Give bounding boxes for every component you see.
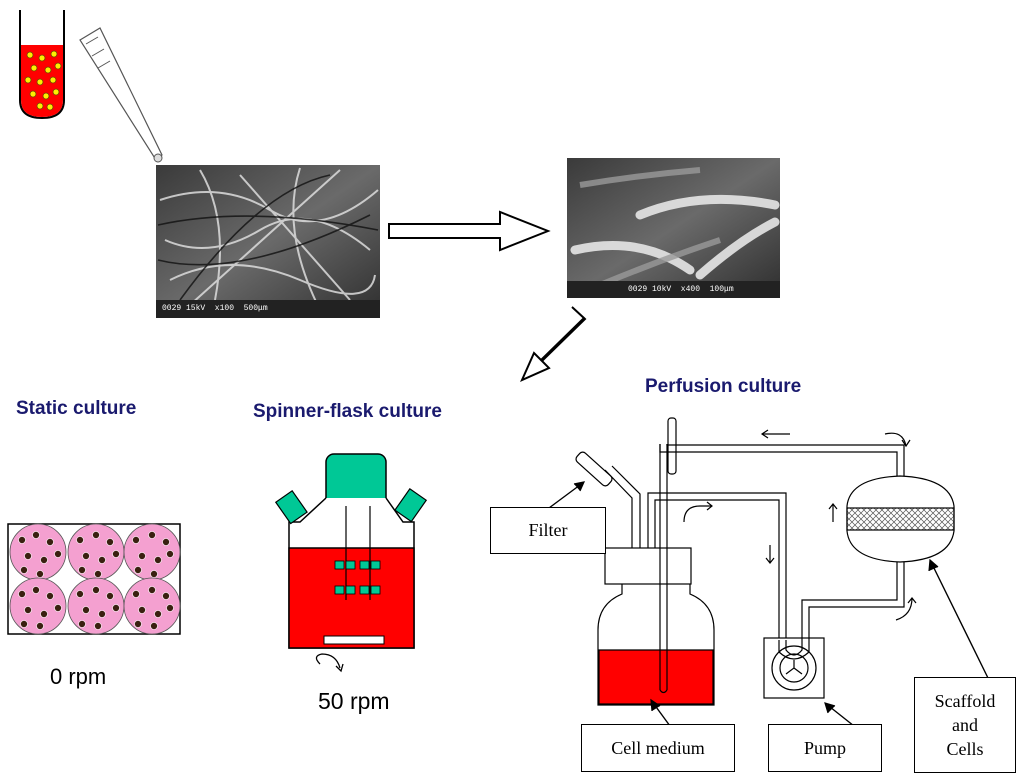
scaffold-label-line-3: Cells xyxy=(946,739,984,759)
stir-bar xyxy=(323,635,385,645)
process-arrow-right xyxy=(388,210,551,252)
sem-micrograph-low-mag xyxy=(156,165,380,318)
static-culture-title: Static culture xyxy=(16,398,137,419)
spinner-speed-label: 50 rpm xyxy=(318,688,390,714)
pipette-icon xyxy=(79,27,163,163)
test-tube-icon xyxy=(19,10,65,120)
pump-label: Pump xyxy=(768,724,882,772)
scaffold-label-line-2: and xyxy=(952,715,978,735)
rotation-arrow-icon xyxy=(315,653,341,669)
static-speed-label: 0 rpm xyxy=(50,664,107,689)
static-culture-well-plate xyxy=(7,523,181,635)
cell-medium-label: Cell medium xyxy=(581,724,735,772)
scaffold-and-cells-label: Scaffold and Cells xyxy=(914,677,1016,773)
spinner-flask xyxy=(274,453,428,673)
perfusion-culture-title: Perfusion culture xyxy=(645,376,802,397)
flask-medium xyxy=(288,547,415,649)
sem-scale-bar-left: 0029 15kV x100 500μm xyxy=(162,304,268,313)
sem-scale-bar-right: 0029 10kV x400 100μm xyxy=(628,285,734,294)
perfusion-system xyxy=(548,417,989,727)
spinner-flask-title: Spinner-flask culture xyxy=(253,401,442,422)
filter-label: Filter xyxy=(490,507,606,554)
process-arrow-down-left xyxy=(520,306,587,382)
sem-micrograph-high-mag xyxy=(567,158,780,298)
scaffold-label-line-1: Scaffold xyxy=(934,691,996,711)
